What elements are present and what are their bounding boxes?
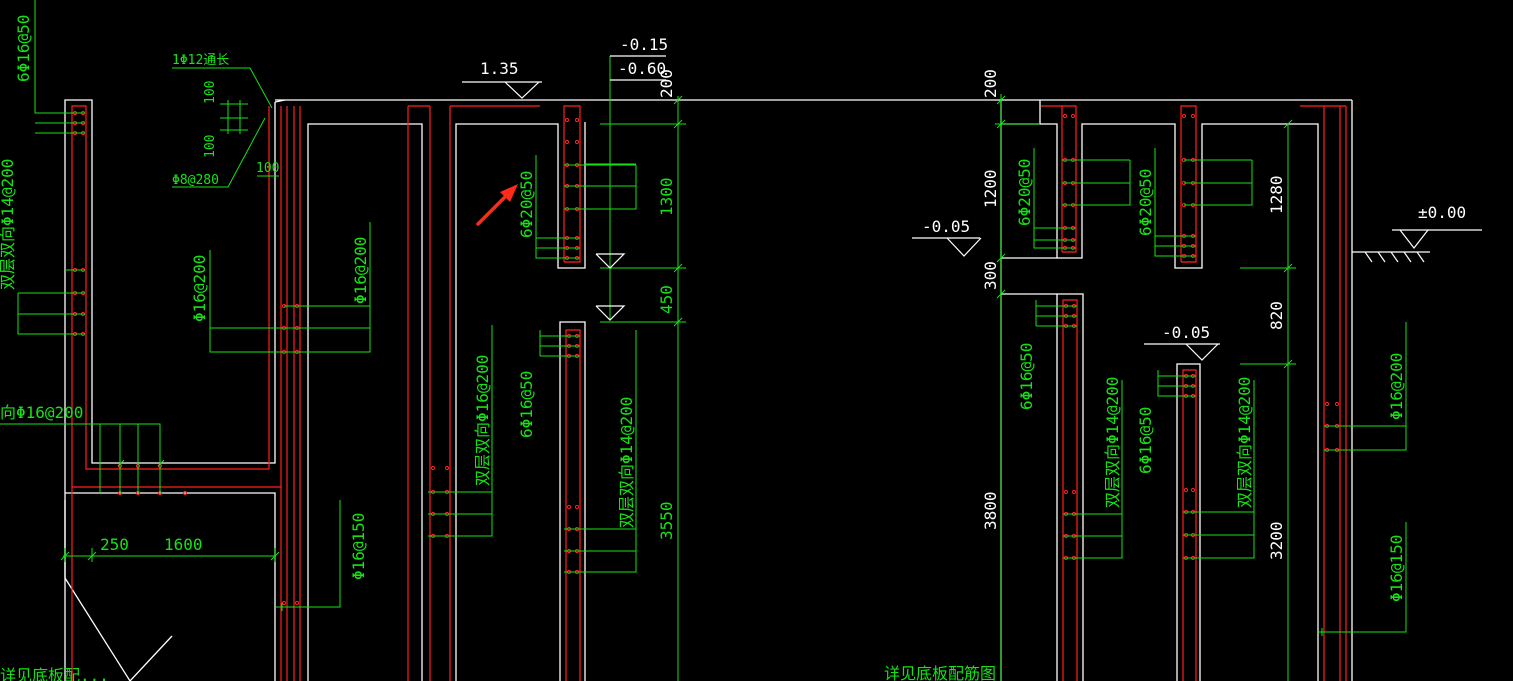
label-phi16-150-a: Φ16@150 [349,513,368,580]
label-1200: 1200 [981,169,1000,208]
label-phi16-150-b: Φ16@150 [1387,535,1406,602]
label-phi8-280: Φ8@280 [172,173,219,188]
label-6phi16-50-c: 6Φ16@50 [1017,343,1036,410]
label-200-top: 200 [657,69,676,98]
dimension-lines [0,0,1407,681]
label-6phi20-50-a: 6Φ20@50 [517,171,536,238]
label-minus-0-05-a: -0.05 [922,217,970,236]
label-250: 250 [100,535,129,554]
label-phi16-200-c: Φ16@200 [1387,353,1406,420]
label-6phi16-50-b: 6Φ16@50 [517,371,536,438]
label-1600: 1600 [164,535,203,554]
label-two-way-14-r2: 双层双向Φ14@200 [1235,377,1254,508]
label-bottom-left-note: 详见底板配... [0,666,109,681]
label-100-b: 100 [203,135,218,158]
label-two-way-14-mid: 双层双向Φ14@200 [617,397,636,528]
red-arrow-annotation [476,184,518,226]
label-6phi16-50-top: 6Φ16@50 [14,15,33,82]
label-minus-0-60: -0.60 [618,59,666,78]
label-1-35: 1.35 [480,59,519,78]
label-820: 820 [1267,301,1286,330]
label-phi16-200-b: Φ16@200 [351,237,370,304]
label-two-way-16-200: 双层双向Φ16@200 [473,355,492,486]
label-6phi20-50-b: 6Φ20@50 [1015,159,1034,226]
label-450: 450 [657,285,676,314]
label-100-a: 100 [203,81,218,104]
label-minus-0-15: -0.15 [620,35,668,54]
label-1300: 1300 [657,177,676,216]
label-two-way-14-left: 双层双向Φ14@200 [0,159,17,290]
label-3800: 3800 [981,491,1000,530]
label-200-b: 200 [981,69,1000,98]
rebar-lines [71,105,1347,681]
label-6phi16-50-d: 6Φ16@50 [1136,407,1155,474]
label-6phi20-50-c: 6Φ20@50 [1136,169,1155,236]
label-see-bottom-slab: 详见底板配筋图 [884,664,996,681]
label-300: 300 [981,261,1000,290]
label-1280: 1280 [1267,175,1286,214]
label-two-way-14-r1: 双层双向Φ14@200 [1103,377,1122,508]
elevation-markers [462,55,1482,361]
label-1phi12: 1Φ12通长 [172,53,229,68]
label-two-way-16-left: 向Φ16@200 [0,403,83,422]
label-100-c: 100 [256,161,279,176]
label-minus-0-05-b: -0.05 [1162,323,1210,342]
label-plus-minus-0-00: ±0.00 [1418,203,1466,222]
label-3200: 3200 [1267,521,1286,560]
label-phi16-200-a: Φ16@200 [190,255,209,322]
label-3550: 3550 [657,501,676,540]
